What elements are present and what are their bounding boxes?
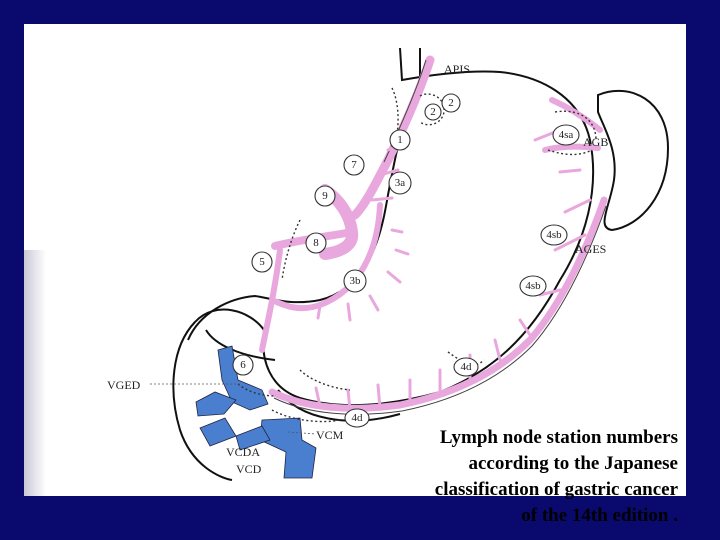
leader-vcm [287, 431, 317, 435]
svg-text:2: 2 [448, 97, 454, 109]
node-6: 6 [232, 354, 254, 376]
label-vcm: VCM [316, 428, 344, 442]
node-2b: 2 [441, 93, 461, 113]
node-9: 9 [314, 185, 336, 207]
label-agb: AGB [583, 135, 608, 149]
node-3a: 3a [388, 171, 412, 195]
left-gastric-artery-edge [383, 59, 427, 163]
svg-text:4sb: 4sb [525, 280, 541, 292]
dotted-group-left [281, 87, 399, 281]
node-5: 5 [251, 251, 273, 273]
caption-line-3: classification of gastric cancer [434, 479, 678, 500]
caption-line-1: Lymph node station numbers [439, 427, 678, 448]
svg-text:3b: 3b [350, 275, 362, 287]
short-gastric-artery [542, 97, 603, 153]
caption-line-2: according to the Japanese [468, 453, 678, 474]
svg-text:9: 9 [322, 190, 328, 202]
dotted-group-pylorus [237, 383, 341, 423]
caption: Lymph node station numbers according to … [348, 425, 678, 529]
label-vcd: VCD [236, 462, 262, 476]
node-3b: 3b [343, 269, 367, 293]
panel-shadow [24, 250, 46, 496]
spleen-outline [597, 90, 670, 232]
vein-branches [195, 391, 237, 447]
svg-text:3a: 3a [395, 177, 406, 189]
svg-text:4sb: 4sb [546, 229, 562, 241]
label-ages: AGES [575, 242, 606, 256]
node-4d-upper: 4d [453, 357, 479, 377]
svg-text:5: 5 [259, 256, 265, 268]
right-colic-vein [235, 425, 271, 451]
svg-text:8: 8 [313, 237, 319, 249]
node-2a: 2 [424, 103, 442, 121]
label-vcda: VCDA [226, 445, 260, 459]
gastrocolic-vein [217, 345, 269, 411]
svg-text:4d: 4d [461, 361, 473, 373]
node-7: 7 [343, 154, 365, 176]
gastroduodenal-artery [259, 247, 283, 353]
dotted-group-apis [419, 93, 445, 126]
svg-text:4sa: 4sa [559, 129, 574, 141]
left-gastroepiploic-artery [268, 196, 608, 412]
dotted-group-4sa [547, 110, 597, 156]
node-4sb-lower: 4sb [519, 275, 547, 297]
right-gastric-artery [269, 202, 383, 312]
caption-line-4: of the 14th edition . [521, 505, 678, 526]
gastroepiploic-edge [273, 205, 607, 415]
svg-text:2: 2 [430, 106, 436, 118]
label-apis: APIS [444, 62, 470, 76]
svg-text:4d: 4d [352, 412, 364, 424]
node-4d-lower: 4d [344, 408, 370, 428]
svg-text:7: 7 [351, 159, 357, 171]
superior-mesenteric-vein [259, 417, 317, 479]
stomach-outline [172, 47, 595, 481]
node-4sa: 4sa [552, 124, 580, 146]
svg-text:1: 1 [397, 134, 403, 146]
node-4sb-upper: 4sb [540, 224, 568, 246]
node-1: 1 [389, 129, 411, 151]
left-gastric-artery [350, 55, 435, 220]
svg-text:6: 6 [240, 359, 246, 371]
node-8: 8 [305, 232, 327, 254]
label-vged: VGED [107, 378, 141, 392]
